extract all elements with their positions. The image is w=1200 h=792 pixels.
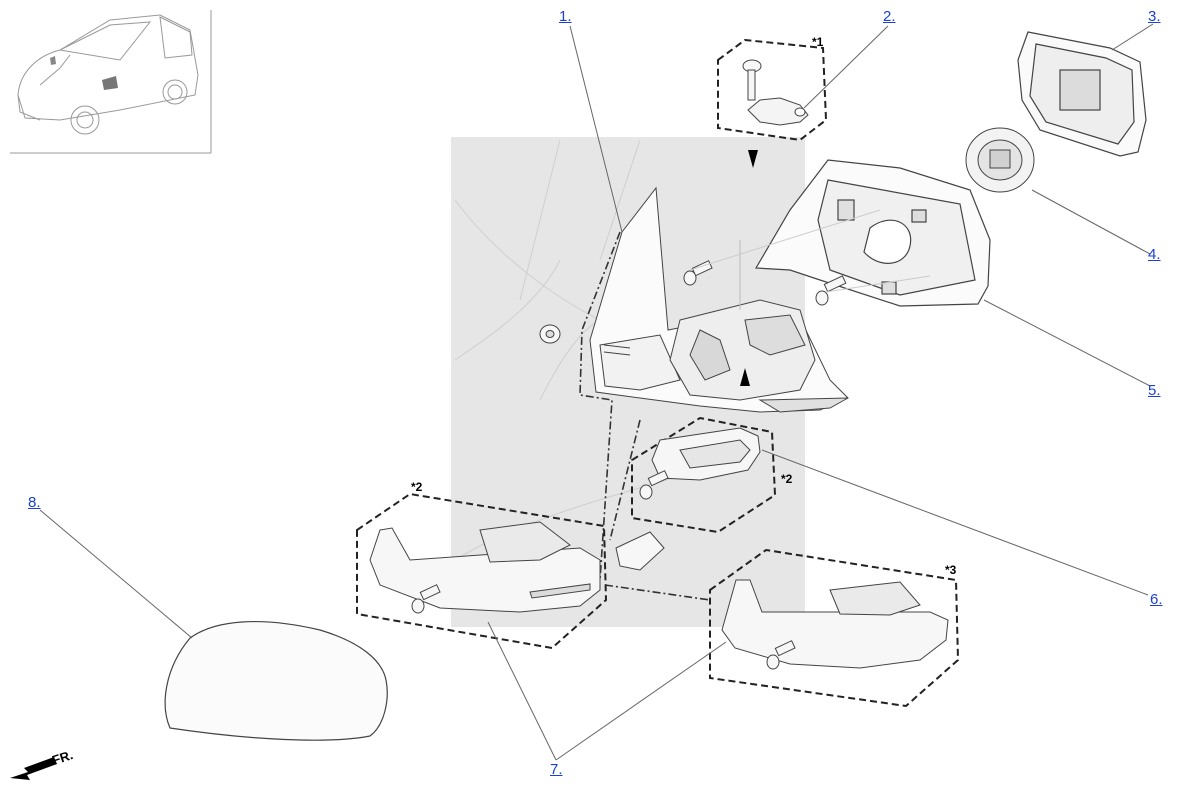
- connector-part: [615, 531, 665, 571]
- screw-3: [639, 470, 669, 500]
- arrow-up-2: [740, 368, 750, 386]
- note-star1: *1: [812, 35, 824, 49]
- part-4-actuator: [965, 127, 1035, 193]
- screws: [411, 260, 847, 670]
- locator-mirror-highlight: [102, 76, 118, 90]
- screw-4: [411, 584, 441, 614]
- callout-3[interactable]: 3.: [1148, 8, 1161, 25]
- locator-mirror-small: [50, 56, 56, 65]
- guide-lines: [579, 231, 711, 601]
- box-star3: [709, 548, 960, 708]
- screw-2: [815, 275, 847, 306]
- fr-arrow-icon: [10, 757, 57, 780]
- callout-2[interactable]: 2.: [883, 8, 896, 25]
- part-8-mirror-cover: [164, 620, 388, 741]
- part-3-mirror-glass: [1017, 31, 1147, 157]
- part-5-housing: [754, 159, 991, 307]
- box-star2-upper: [631, 416, 777, 534]
- note-star2-upper: *2: [781, 472, 793, 486]
- note-star3: *3: [945, 563, 957, 577]
- leader-lines: [39, 23, 1154, 761]
- part-6-side-lamp: [651, 427, 761, 481]
- part-2-bracket: [747, 97, 809, 126]
- note-star2-lower: *2: [411, 480, 423, 494]
- callout-8[interactable]: 8.: [28, 494, 41, 511]
- callout-1[interactable]: 1.: [559, 8, 572, 25]
- box-star1: [717, 38, 828, 142]
- vehicle-locator-thumbnail: [10, 10, 212, 154]
- group-boxes: [356, 38, 960, 708]
- door-outline-lines: [454, 139, 701, 561]
- screw-5: [766, 640, 796, 670]
- callout-5[interactable]: 5.: [1148, 382, 1161, 399]
- part-7-garnish-right: [721, 579, 949, 669]
- callout-7[interactable]: 7.: [550, 761, 563, 778]
- callout-6[interactable]: 6.: [1150, 591, 1163, 608]
- screw-part2: [742, 59, 762, 101]
- arrow-down-1: [748, 150, 758, 168]
- box-star2-lower: [356, 492, 608, 650]
- part-1-mirror-base: [589, 186, 849, 413]
- clip-part: [539, 324, 561, 344]
- callout-4[interactable]: 4.: [1148, 246, 1161, 263]
